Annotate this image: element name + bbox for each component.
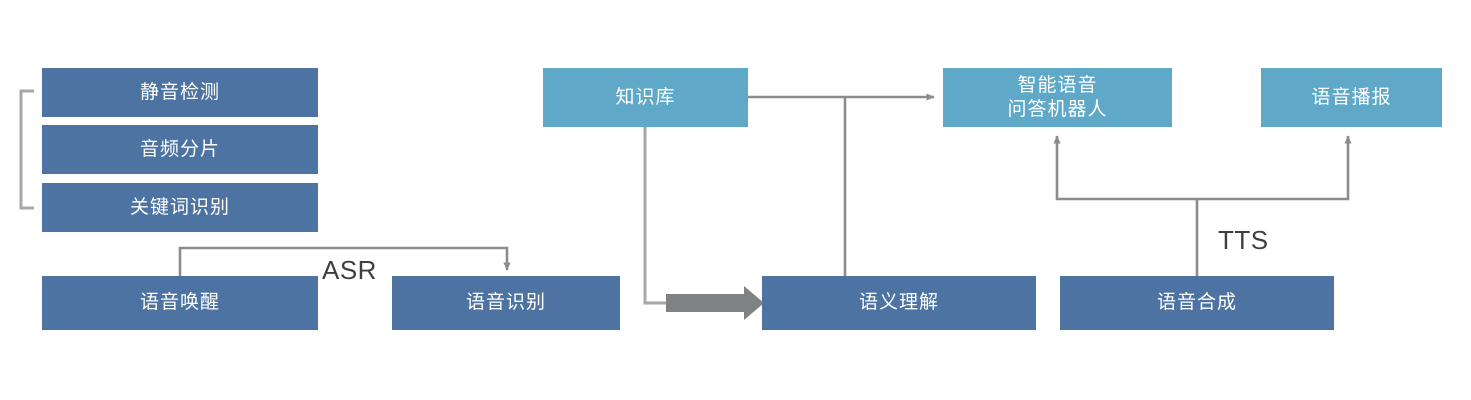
node-semantic-understanding[interactable]: 语义理解 (762, 276, 1036, 330)
node-voice-wakeup[interactable]: 语音唤醒 (42, 276, 318, 330)
node-silence-detection[interactable]: 静音检测 (42, 68, 318, 117)
thick-arrow-to-semantic (666, 286, 764, 320)
edge-synthesis-tts-split (1053, 135, 1352, 276)
edge-wakeup-to-recognition (178, 246, 511, 276)
node-label: 语音识别 (465, 292, 546, 314)
node-label: 音频分片 (139, 138, 220, 160)
node-label: 语音唤醒 (139, 292, 220, 314)
node-audio-slicing[interactable]: 音频分片 (42, 125, 318, 174)
node-label: 语音合成 (1156, 292, 1237, 314)
node-label: 智能语音 问答机器人 (1007, 75, 1108, 120)
node-speech-synthesis[interactable]: 语音合成 (1060, 276, 1334, 330)
group-bracket-icon (19, 89, 34, 210)
node-speech-recognition[interactable]: 语音识别 (392, 276, 620, 330)
node-label: 知识库 (615, 86, 676, 108)
node-knowledge-base[interactable]: 知识库 (543, 68, 748, 127)
node-label: 静音检测 (139, 81, 220, 103)
node-label: 语义理解 (858, 292, 939, 314)
node-keyword-spotting[interactable]: 关键词识别 (42, 183, 318, 232)
node-label: 关键词识别 (129, 196, 230, 218)
node-label: 语音播报 (1311, 86, 1392, 108)
node-voice-broadcast[interactable]: 语音播报 (1261, 68, 1442, 127)
edge-knowledgebase-to-semantic (643, 127, 668, 305)
node-qa-robot[interactable]: 智能语音 问答机器人 (943, 68, 1172, 127)
edge-label-asr: ASR (322, 255, 377, 285)
edge-label-tts: TTS (1218, 225, 1269, 255)
